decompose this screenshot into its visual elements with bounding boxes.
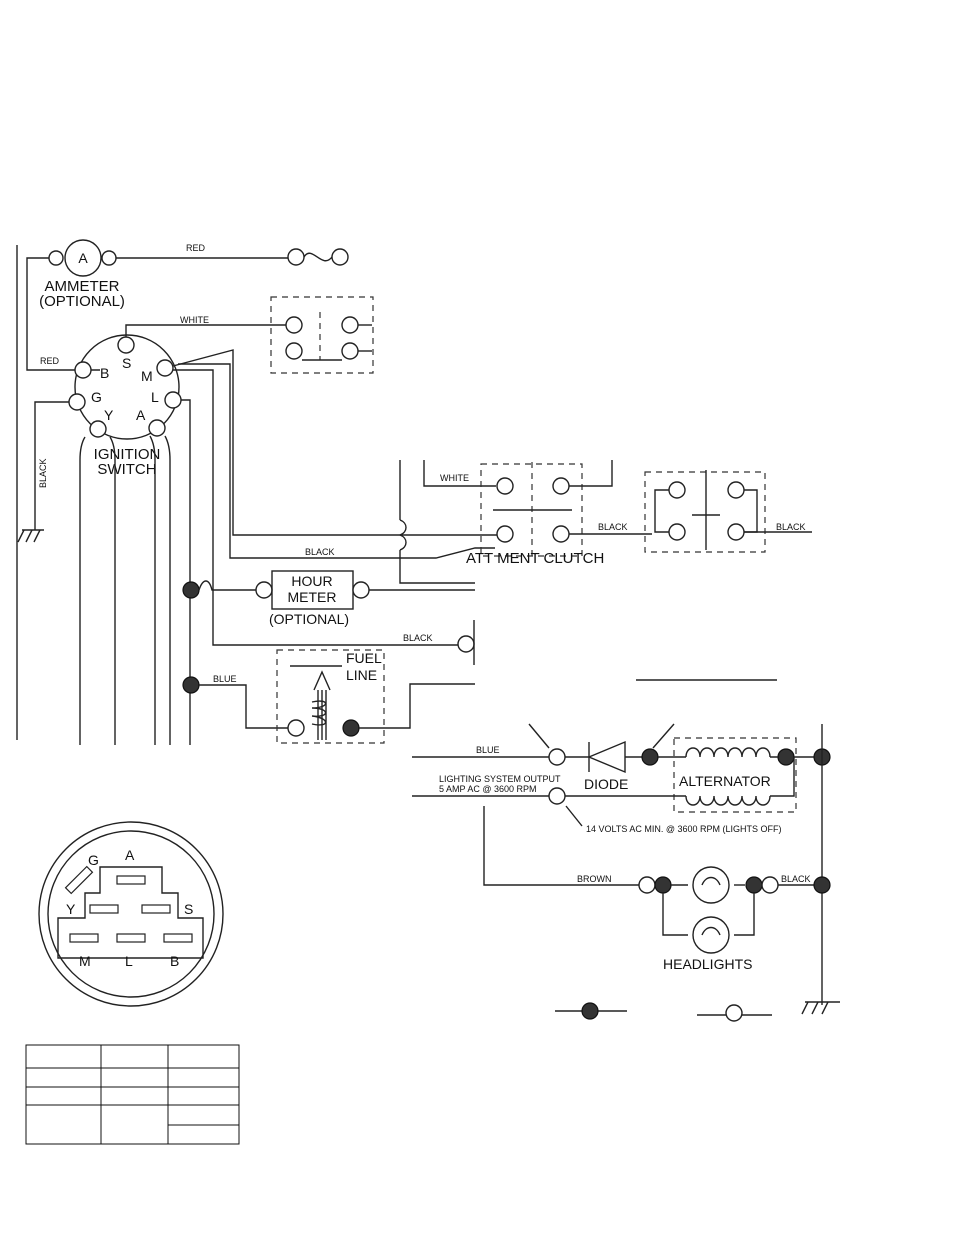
switch-pin-b: B <box>100 365 109 381</box>
ground-icon-left <box>18 530 44 542</box>
connector-pin-b: B <box>170 953 179 969</box>
attachment-clutch: ATT MENT CLUTCH <box>466 460 612 567</box>
connector-pin-g: G <box>88 852 99 868</box>
fuel-solenoid: FUEL LINE <box>277 650 384 743</box>
wire-label-white-top: WHITE <box>180 315 209 325</box>
hour-meter-label-2: METER <box>288 589 337 605</box>
ignition-switch: S B M G L Y A IGNITION SWITCH <box>69 335 181 478</box>
wire-label-black-lower: BLACK <box>403 633 433 643</box>
headlight-bulb-icon <box>693 917 729 953</box>
wire-label-black-mid: BLACK <box>305 547 335 557</box>
alternator: ALTERNATOR <box>674 738 796 812</box>
switch-pin-a: A <box>136 407 146 423</box>
attachment-clutch-label: ATT MENT CLUTCH <box>466 550 604 567</box>
headlights: HEADLIGHTS <box>639 867 778 972</box>
legend-terminal-icon <box>726 1005 742 1021</box>
wire-label-brown: BROWN <box>577 874 612 884</box>
diode-label: DIODE <box>584 776 628 792</box>
wire-label-black-left: BLACK <box>38 458 48 488</box>
ground-icon-right <box>802 1002 840 1014</box>
connector-pin-y: Y <box>66 901 76 917</box>
ammeter-optional-label: (OPTIONAL) <box>39 293 125 310</box>
ignition-switch-label-2: SWITCH <box>97 461 156 478</box>
switch-pin-l: L <box>151 389 159 405</box>
headlights-label: HEADLIGHTS <box>663 956 752 972</box>
connector-pin-l: L <box>125 953 133 969</box>
wire-label-black-clutch-right: BLACK <box>598 522 628 532</box>
switch-connector-diagram: G A Y S M L B <box>39 822 223 1006</box>
wire-label-blue-diode: BLUE <box>476 745 500 755</box>
switch-pin-y: Y <box>104 407 114 423</box>
lighting-output-label-2: 5 AMP AC @ 3600 RPM <box>439 784 537 794</box>
alternator-label: ALTERNATOR <box>679 773 771 789</box>
wire-label-black-far-right: BLACK <box>776 522 806 532</box>
connector-pin-a: A <box>125 847 135 863</box>
ammeter: A AMMETER (OPTIONAL) <box>39 240 125 310</box>
legend-connected-dot-icon <box>582 1003 598 1019</box>
hour-meter-label-1: HOUR <box>291 573 332 589</box>
hour-meter-optional-label: (OPTIONAL) <box>269 611 349 627</box>
switch-circuit-table <box>26 1045 239 1144</box>
switch-pin-g: G <box>91 389 102 405</box>
top-relay <box>271 297 373 373</box>
wire-label-blue-fuel: BLUE <box>213 674 237 684</box>
lighting-output-label-1: LIGHTING SYSTEM OUTPUT <box>439 774 561 784</box>
wire-label-red-top: RED <box>186 243 206 253</box>
connector-pin-m: M <box>79 953 91 969</box>
connector-pin-s: S <box>184 901 193 917</box>
voltage-note: 14 VOLTS AC MIN. @ 3600 RPM (LIGHTS OFF) <box>586 824 782 834</box>
ammeter-letter: A <box>78 250 88 266</box>
wire-label-red-left: RED <box>40 356 60 366</box>
wire-label-black-headlights: BLACK <box>781 874 811 884</box>
switch-pin-s: S <box>122 355 131 371</box>
wire-label-white-clutch: WHITE <box>440 473 469 483</box>
hour-meter: HOUR METER (OPTIONAL) <box>256 571 369 627</box>
fuse <box>288 249 348 265</box>
diode-icon <box>589 742 625 772</box>
headlight-bulb-icon <box>693 867 729 903</box>
fuel-line-label-1: FUEL <box>346 650 382 666</box>
switch-pin-m: M <box>141 368 153 384</box>
fuel-line-label-2: LINE <box>346 667 377 683</box>
right-relay <box>645 470 765 552</box>
